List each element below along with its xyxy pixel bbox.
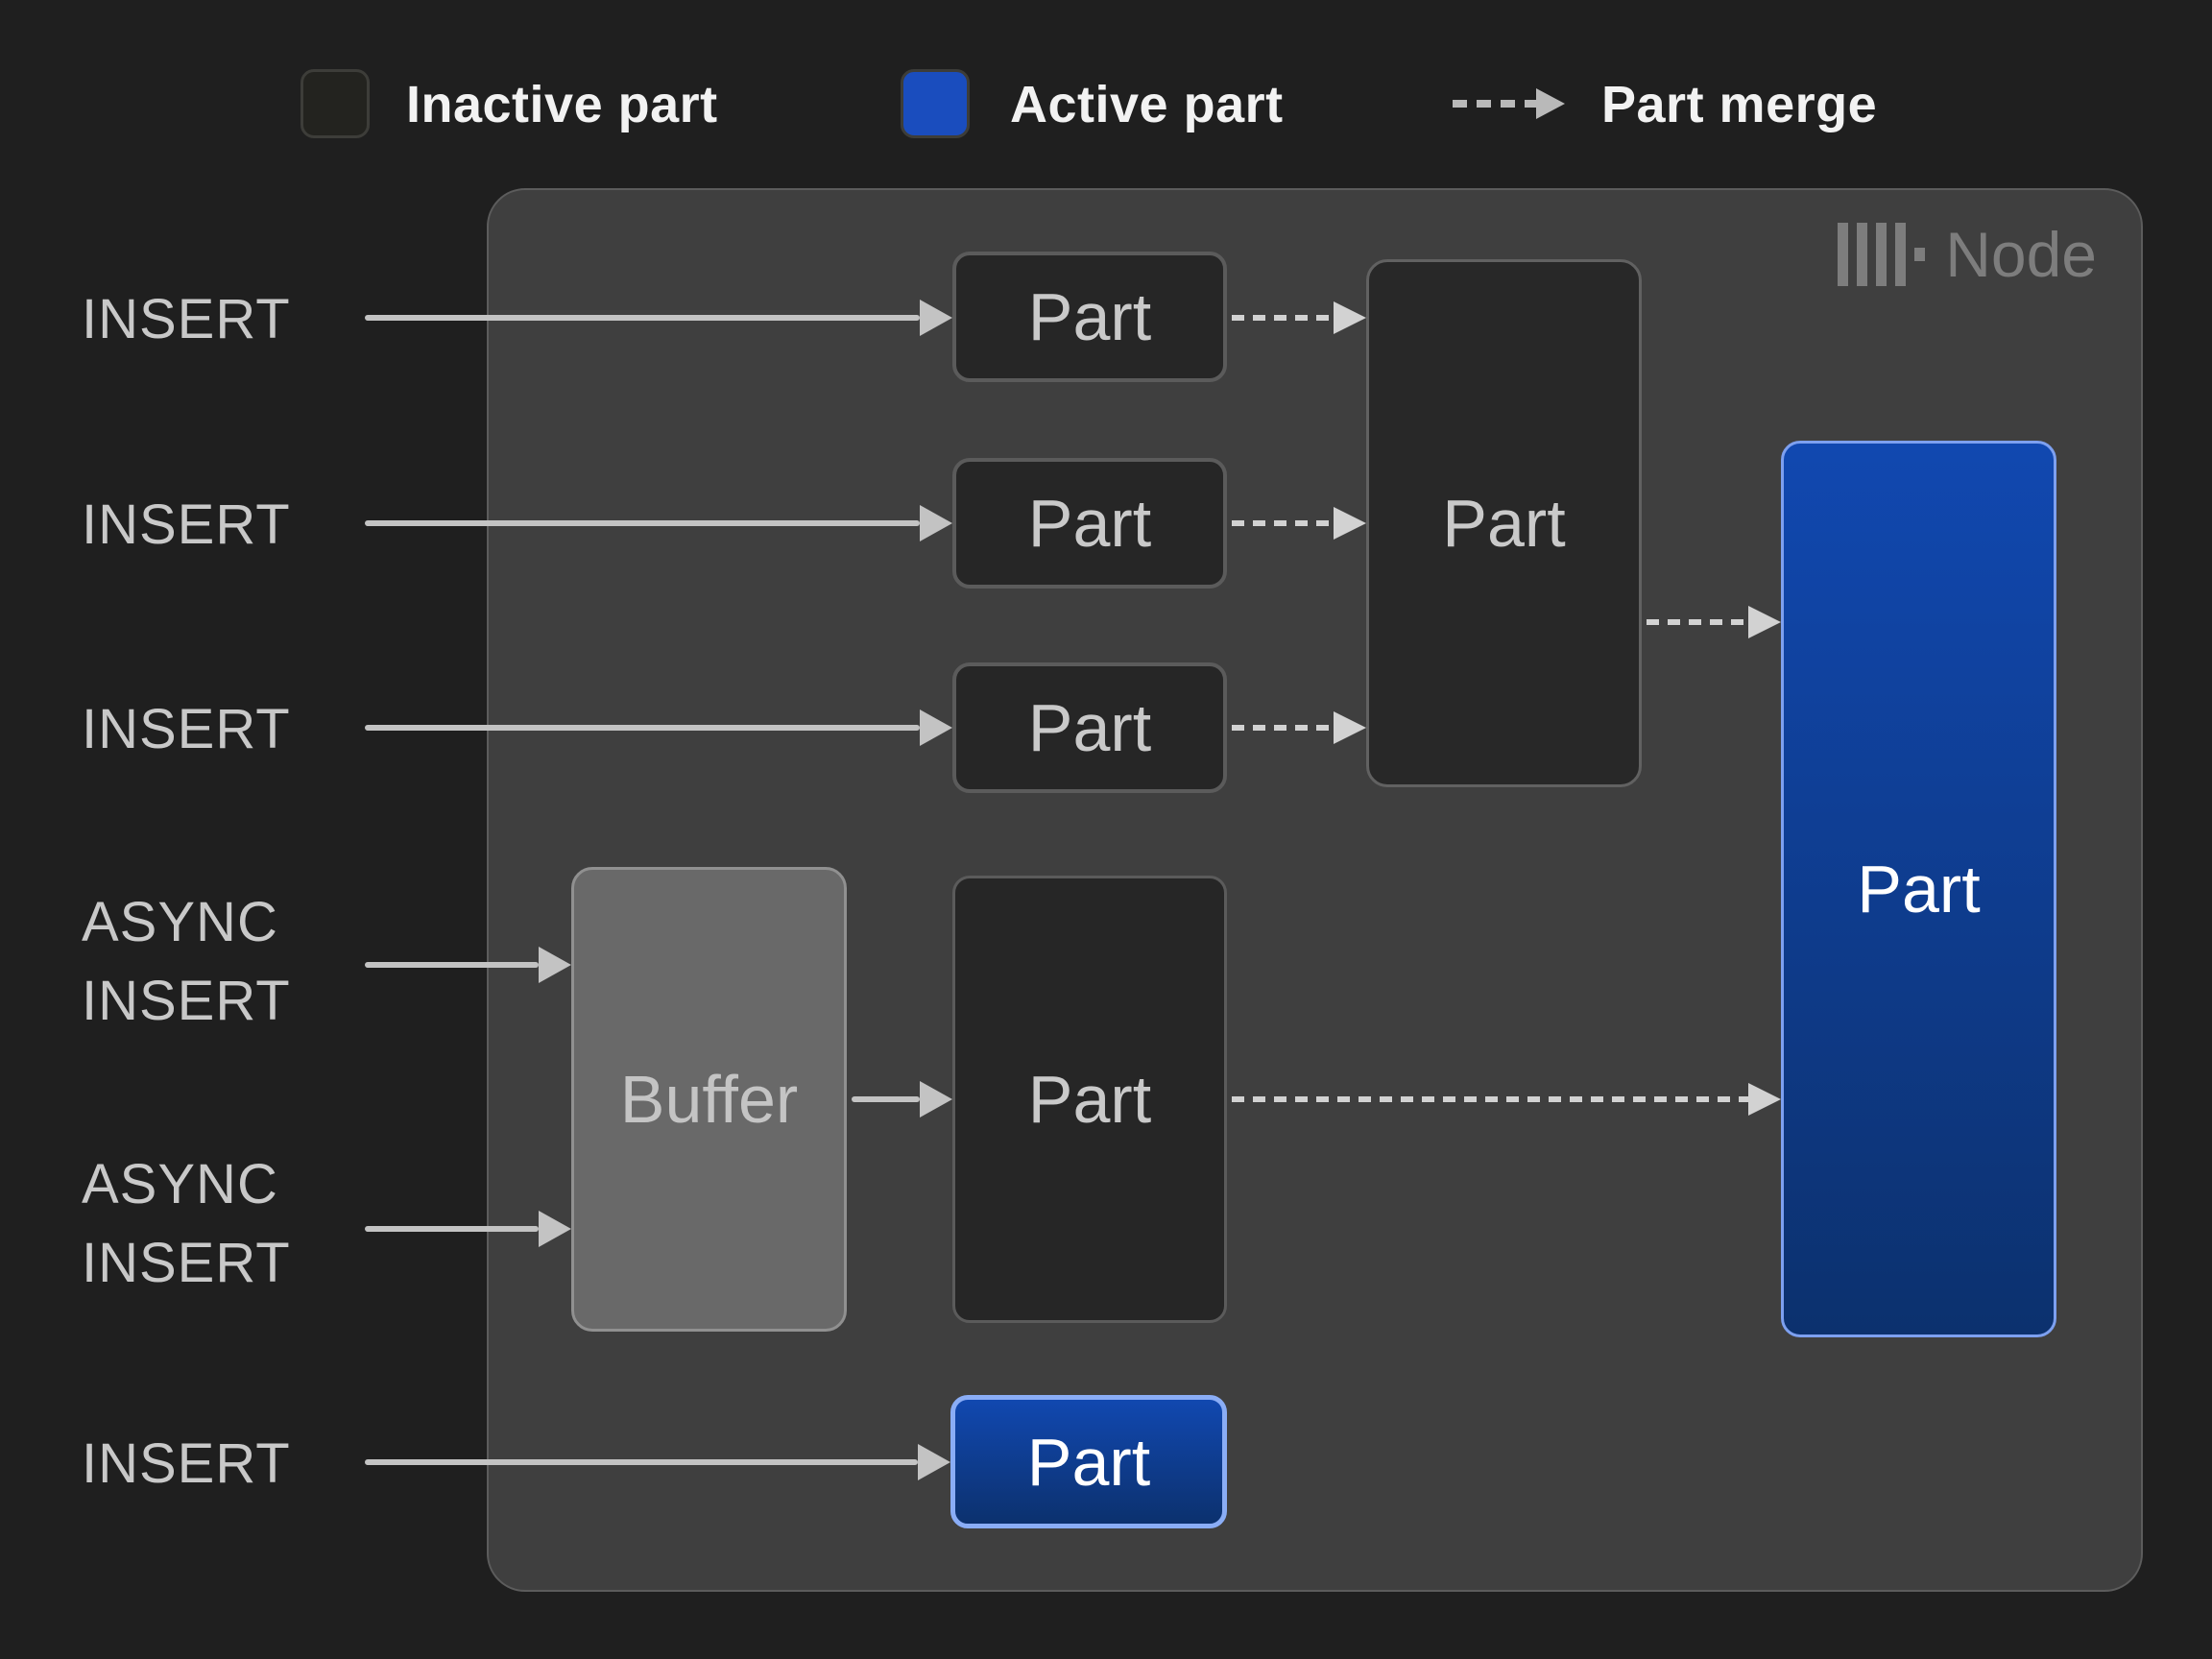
legend-merge-label: Part merge (1601, 76, 1878, 133)
merge-arrow-1-shaft (1232, 315, 1334, 321)
insert-label-4: INSERT (82, 1432, 291, 1495)
active-part-swatch (901, 69, 970, 138)
active-part-small-label: Part (1026, 1424, 1151, 1500)
insert-arrow-3-shaft (365, 725, 920, 731)
buffer-to-part-arrow-head (920, 1081, 952, 1118)
insert-arrow-2-head (920, 505, 952, 541)
buffer-label: Buffer (619, 1062, 799, 1137)
merged-part-box: Part (1366, 259, 1642, 787)
async-insert-label-2: ASYNC INSERT (82, 1145, 291, 1303)
insert-arrow-3-head (920, 709, 952, 746)
part-merge-arrowhead-icon (1536, 88, 1565, 119)
buffered-part-merge-arrow-head (1748, 1083, 1781, 1116)
merge-arrow-3-head (1334, 711, 1366, 744)
async-insert-arrow-2-head (539, 1211, 571, 1247)
insert-arrow-1-head (920, 300, 952, 336)
active-part-large-label: Part (1857, 852, 1981, 926)
insert-arrow-1-shaft (365, 315, 920, 321)
part-box-top-1-label: Part (1027, 279, 1152, 354)
merge-arrow-2-shaft (1232, 520, 1334, 526)
buffered-part-label: Part (1027, 1062, 1152, 1137)
async-insert-2-line2: INSERT (82, 1232, 291, 1294)
active-part-box-small: Part (950, 1395, 1227, 1528)
clickhouse-logo-icon (1838, 223, 1926, 286)
insert-arrow-2-shaft (365, 520, 920, 526)
insert-arrow-4-head (918, 1444, 950, 1480)
node-header: Node (1838, 223, 2097, 286)
insert-arrow-4-shaft (365, 1459, 918, 1465)
merge-arrow-to-active-head (1748, 606, 1781, 638)
part-merge-arrow-icon (1453, 100, 1539, 108)
insert-label-1: INSERT (82, 288, 291, 350)
async-insert-arrow-2-shaft (365, 1226, 539, 1232)
part-box-top-1: Part (952, 252, 1227, 382)
legend-inactive-label: Inactive part (406, 76, 718, 133)
async-insert-2-line1: ASYNC (82, 1153, 278, 1215)
legend-active-label: Active part (1010, 76, 1284, 133)
part-box-top-2: Part (952, 458, 1227, 589)
async-insert-label-1: ASYNC INSERT (82, 883, 291, 1041)
merged-part-label: Part (1442, 486, 1566, 561)
buffered-part-merge-arrow-shaft (1232, 1096, 1748, 1102)
part-box-top-3-label: Part (1027, 690, 1152, 765)
async-insert-arrow-1-shaft (365, 962, 539, 968)
merge-arrow-to-active-shaft (1647, 619, 1748, 625)
active-part-box-large: Part (1781, 441, 2056, 1337)
buffer-to-part-arrow-shaft (852, 1096, 920, 1102)
merge-arrow-2-head (1334, 507, 1366, 540)
async-insert-arrow-1-head (539, 947, 571, 983)
buffered-part-box: Part (952, 876, 1227, 1323)
inactive-part-swatch (301, 69, 370, 138)
merge-arrow-1-head (1334, 301, 1366, 334)
insert-label-2: INSERT (82, 493, 291, 556)
async-insert-1-line2: INSERT (82, 970, 291, 1032)
insert-label-3: INSERT (82, 698, 291, 760)
part-box-top-3: Part (952, 662, 1227, 793)
node-title: Node (1945, 219, 2097, 290)
async-insert-1-line1: ASYNC (82, 891, 278, 953)
buffer-box: Buffer (571, 867, 847, 1332)
part-box-top-2-label: Part (1027, 486, 1152, 561)
merge-arrow-3-shaft (1232, 725, 1334, 731)
